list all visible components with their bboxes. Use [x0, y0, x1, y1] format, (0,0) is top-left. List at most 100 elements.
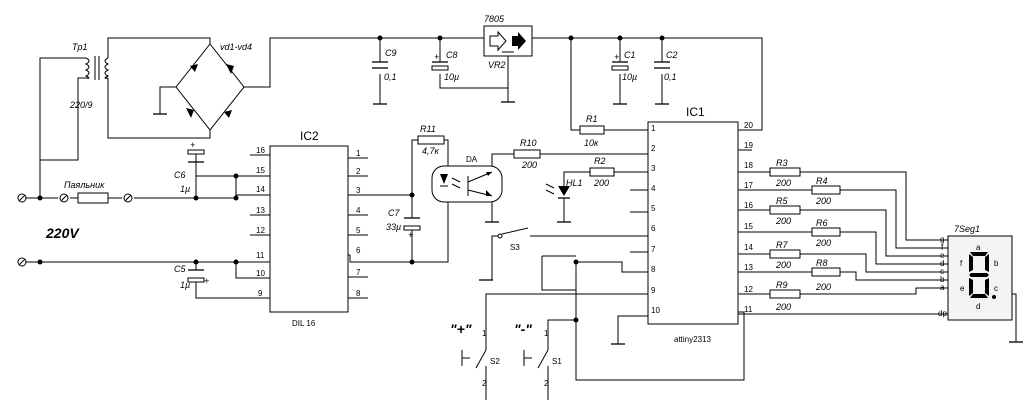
resistor-r5: R5 200	[769, 196, 801, 226]
seg-letter: f	[960, 259, 963, 268]
resistor-r4: R4 200	[811, 176, 841, 206]
svg-text:+: +	[204, 276, 209, 286]
seg-labels: g f e d c b a dp	[938, 235, 947, 318]
svg-text:+: +	[190, 140, 195, 150]
ic1-pin: 6	[651, 224, 656, 233]
seg-letter: e	[960, 284, 965, 293]
ic2-pin: 9	[258, 289, 263, 298]
r1-ref: R1	[586, 114, 598, 124]
ic1-right-pins: 20 19 18 17 16 15 14 13 12 11	[744, 121, 753, 314]
ic2-pin: 12	[256, 226, 265, 235]
s2-caption: "+"	[450, 321, 472, 337]
junction-dots	[37, 35, 665, 323]
c5-ref: C5	[174, 264, 186, 274]
regulator-vr2: 7805 VR2	[483, 14, 533, 70]
resistor-r11: R11 4,7к	[417, 124, 445, 156]
transformer-rating: 220/9	[69, 100, 93, 110]
c8-value: 10µ	[444, 72, 459, 82]
ic2-left-pins: 16 15 14 13 12 11 10 9	[256, 146, 265, 298]
s2-ref: S2	[490, 357, 500, 366]
r6-ref: R6	[816, 218, 828, 228]
diode-icon	[186, 64, 234, 118]
diode-bridge: vd1-vd4	[175, 42, 252, 131]
r3-ref: R3	[776, 158, 788, 168]
resistor-r9: R9 200	[769, 280, 801, 312]
seg-label: a	[940, 283, 945, 292]
c1-ref: C1	[624, 50, 636, 60]
ic2-pin: 3	[356, 186, 361, 195]
c5-value: 1µ	[180, 280, 190, 290]
ic2-pin: 10	[256, 269, 265, 278]
ic2-pin: 14	[256, 185, 265, 194]
capacitor-c2: C2 0,1	[654, 50, 678, 82]
seg-label: e	[940, 251, 945, 260]
transformer-ref: Tp1	[72, 42, 88, 52]
bridge-ref: vd1-vd4	[220, 42, 252, 52]
seg-letter: b	[994, 259, 999, 268]
segment-letters: a f b e c d	[960, 243, 999, 311]
s3-ref: S3	[510, 243, 520, 252]
seg-letter: c	[994, 284, 998, 293]
capacitor-c9: C9 0,1	[372, 48, 397, 82]
s1-ref: S1	[552, 357, 562, 366]
mains-label: 220V	[45, 225, 80, 241]
seg-label: dp	[938, 309, 947, 318]
regulator-part: 7805	[484, 14, 505, 24]
svg-text:+: +	[434, 52, 439, 62]
capacitor-c6: + C6 1µ	[174, 140, 205, 194]
c9-ref: C9	[385, 48, 397, 58]
r8-value: 200	[815, 282, 831, 292]
ic2-ref: IC2	[300, 129, 319, 143]
r5-value: 200	[775, 216, 791, 226]
r1-value: 10к	[584, 138, 599, 148]
switch-s3: S3	[497, 227, 529, 252]
r7-ref: R7	[776, 240, 788, 250]
ic1-pin: 20	[744, 121, 753, 130]
s2-pin-a: 1	[482, 329, 487, 338]
ground-icon	[153, 101, 1023, 345]
ic2-pin: 11	[256, 251, 265, 260]
ic2-pin: 2	[356, 167, 361, 176]
ic1: IC1 attiny2313 1 2 3 4 5 6 7 8 9 10 20 1…	[647, 105, 753, 344]
resistor-r8: R8 200	[811, 258, 841, 292]
ic2-pin: 5	[356, 226, 361, 235]
seg-label: b	[940, 275, 945, 284]
seven-segment-display: 7Seg1 g f e d c b a dp a f b e c	[938, 224, 1013, 321]
ic1-pin: 18	[744, 161, 753, 170]
r3-value: 200	[775, 178, 791, 188]
resistor-r6: R6 200	[811, 218, 841, 248]
r2-value: 200	[593, 178, 609, 188]
r6-value: 200	[815, 238, 831, 248]
c6-ref: C6	[174, 170, 186, 180]
seg-label: f	[941, 243, 944, 252]
optocoupler-da: DA	[431, 155, 503, 203]
c8-ref: C8	[446, 50, 458, 60]
r9-value: 200	[775, 302, 791, 312]
transformer-tp1: Tp1 220/9	[69, 42, 110, 110]
s1-pin-a: 1	[544, 329, 549, 338]
resistor-r1: R1 10к	[579, 114, 605, 148]
c2-ref: C2	[666, 50, 678, 60]
svg-text:+: +	[614, 52, 619, 62]
ic1-pin: 19	[744, 141, 753, 150]
ic1-pin: 3	[651, 164, 656, 173]
switch-s1: "-" S1 1 2	[514, 321, 562, 388]
capacitor-c8: + C8 10µ	[431, 50, 459, 82]
ic1-part: attiny2313	[674, 335, 711, 344]
ic1-pin: 5	[651, 204, 656, 213]
ic1-pin: 11	[744, 305, 753, 314]
resistor-r3: R3 200	[769, 158, 801, 188]
r10-value: 200	[521, 160, 537, 170]
capacitor-c5: + C5 1µ	[174, 264, 209, 290]
ic2-pin: 7	[356, 268, 361, 277]
resistor-r10: R10 200	[513, 138, 541, 170]
ic1-left-pins: 1 2 3 4 5 6 7 8 9 10	[651, 124, 660, 315]
r11-ref: R11	[420, 124, 436, 134]
ic1-pin: 13	[744, 263, 753, 272]
c9-value: 0,1	[384, 72, 397, 82]
ic2: IC2 DIL 16 16 15 14 13 12 11 10 9 1 2 3 …	[256, 129, 361, 328]
ic1-pin: 15	[744, 222, 753, 231]
c2-value: 0,1	[664, 72, 677, 82]
ic2-pin: 4	[356, 206, 361, 215]
